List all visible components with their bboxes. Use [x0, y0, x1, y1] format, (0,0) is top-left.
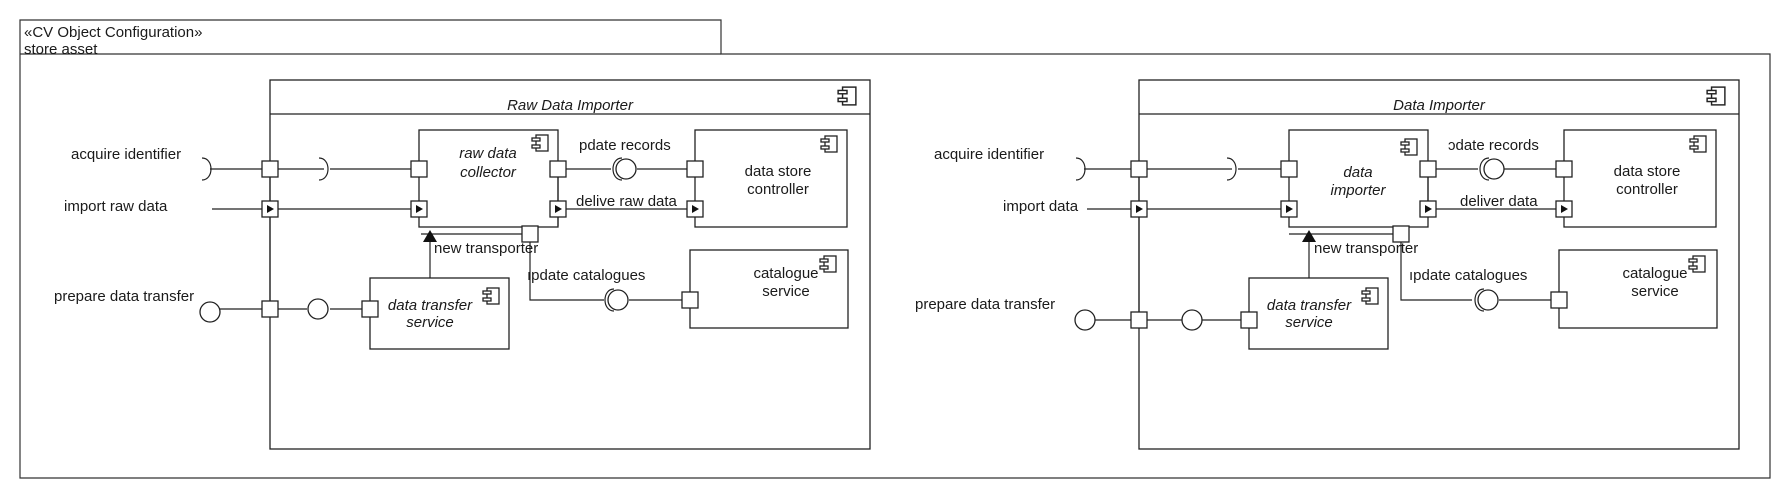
- port[interactable]: [361, 300, 379, 318]
- data-importer-inner-title-1: data: [1343, 164, 1372, 181]
- acquire-identifier-label: acquire identifier: [934, 146, 1044, 163]
- flow-arrow-icon: [1286, 205, 1293, 213]
- update-records-label: pdate records: [579, 137, 671, 154]
- port[interactable]: [686, 160, 704, 178]
- port[interactable]: [1550, 291, 1568, 309]
- acquire-identifier-socket: [1075, 157, 1086, 181]
- update-records-ball: [615, 158, 637, 180]
- connector: [529, 234, 604, 301]
- data-store-controller-title-2: controller: [1616, 181, 1678, 198]
- port[interactable]: [1130, 160, 1148, 178]
- deliver-data-label: deliver data: [1460, 193, 1538, 210]
- port[interactable]: [261, 160, 279, 178]
- catalogue-service-component[interactable]: [1558, 249, 1718, 329]
- dependency-arrowhead: [423, 230, 437, 242]
- data-importer-group: Data Importer data importer data transfe…: [915, 79, 1740, 450]
- data-store-controller-title-1: data store: [745, 163, 812, 180]
- flow-arrow-icon: [1136, 205, 1143, 213]
- data-importer-title: Data Importer: [1393, 97, 1486, 114]
- data-transfer-service-component[interactable]: [1248, 277, 1389, 350]
- dependency-arrowhead: [1302, 230, 1316, 242]
- raw-data-importer-group: Raw Data Importer raw data collector dat…: [54, 79, 871, 450]
- new-transporter-label: new transporter: [1314, 240, 1418, 257]
- catalogue-service-title-1: catalogue: [753, 265, 818, 282]
- port[interactable]: [681, 291, 699, 309]
- frame-name: store asset: [24, 41, 98, 58]
- update-records-label: ɔdate records: [1448, 137, 1539, 154]
- socket: [1226, 157, 1237, 181]
- data-store-controller-title-2: controller: [747, 181, 809, 198]
- update-catalogues-ball: [607, 289, 629, 311]
- prepare-data-transfer-ball: [1074, 309, 1096, 331]
- raw-data-importer-title: Raw Data Importer: [507, 97, 634, 114]
- prepare-data-transfer-label: prepare data transfer: [915, 296, 1055, 313]
- port[interactable]: [1555, 160, 1573, 178]
- data-transfer-service-title-1: data transfer: [388, 297, 473, 314]
- socket: [612, 157, 623, 181]
- socket: [604, 288, 615, 312]
- port[interactable]: [1130, 311, 1148, 329]
- data-importer-inner-title-2: importer: [1330, 182, 1386, 199]
- ball: [1181, 309, 1203, 331]
- connector: [1400, 234, 1472, 301]
- port[interactable]: [521, 225, 539, 243]
- prepare-data-transfer-ball: [199, 301, 221, 323]
- data-transfer-service-title-2: service: [406, 314, 454, 331]
- import-raw-data-label: import raw data: [64, 198, 168, 215]
- acquire-identifier-socket: [201, 157, 212, 181]
- configuration-frame: «CV Object Configuration» store asset: [19, 19, 1771, 479]
- port[interactable]: [1280, 160, 1298, 178]
- deliver-raw-data-label: delive raw data: [576, 193, 678, 210]
- port[interactable]: [261, 300, 279, 318]
- catalogue-service-component[interactable]: [689, 249, 849, 329]
- catalogue-service-title-2: service: [762, 283, 810, 300]
- prepare-data-transfer-label: prepare data transfer: [54, 288, 194, 305]
- port[interactable]: [1419, 160, 1437, 178]
- ball: [307, 298, 329, 320]
- port[interactable]: [549, 160, 567, 178]
- frame-stereotype: «CV Object Configuration»: [24, 24, 202, 41]
- data-store-controller-title-1: data store: [1614, 163, 1681, 180]
- data-transfer-service-title-2: service: [1285, 314, 1333, 331]
- import-data-label: import data: [1003, 198, 1079, 215]
- new-transporter-label: new transporter: [434, 240, 538, 257]
- acquire-identifier-label: acquire identifier: [71, 146, 181, 163]
- update-catalogues-label: ıpdate catalogues: [527, 267, 645, 284]
- flow-arrow-icon: [267, 205, 274, 213]
- flow-arrow-icon: [416, 205, 423, 213]
- data-transfer-service-title-1: data transfer: [1267, 297, 1352, 314]
- socket: [318, 157, 329, 181]
- port[interactable]: [410, 160, 428, 178]
- catalogue-service-title-1: catalogue: [1622, 265, 1687, 282]
- flow-arrow-icon: [692, 205, 699, 213]
- port[interactable]: [1240, 311, 1258, 329]
- socket: [1479, 157, 1490, 181]
- update-catalogues-ball: [1477, 289, 1499, 311]
- socket: [1474, 288, 1485, 312]
- raw-data-collector-title-2: collector: [460, 164, 517, 181]
- flow-arrow-icon: [1425, 205, 1432, 213]
- catalogue-service-title-2: service: [1631, 283, 1679, 300]
- frame-border: [19, 19, 1771, 479]
- flow-arrow-icon: [555, 205, 562, 213]
- update-catalogues-label: ıpdate catalogues: [1409, 267, 1527, 284]
- update-records-ball: [1483, 158, 1505, 180]
- flow-arrow-icon: [1561, 205, 1568, 213]
- port[interactable]: [1392, 225, 1410, 243]
- raw-data-collector-title-1: raw data: [459, 145, 517, 162]
